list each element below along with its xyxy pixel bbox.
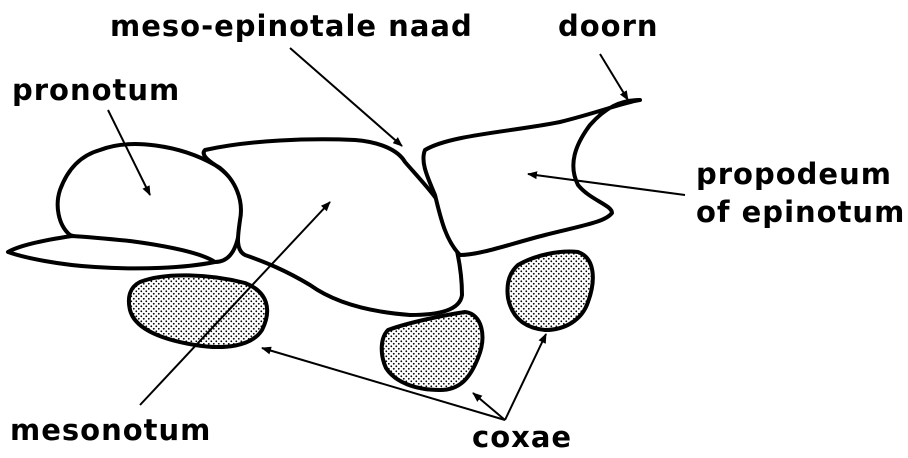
coxa-hind [507, 252, 592, 330]
label-of-epinotum: of epinotum [696, 198, 905, 227]
coxa-front [129, 275, 267, 347]
coxa-middle [382, 312, 483, 390]
label-doorn: doorn [558, 12, 659, 41]
pointer-meso-epinotale-naad [290, 48, 402, 146]
propodeum-shape [423, 100, 640, 255]
label-pronotum: pronotum [12, 76, 180, 105]
label-propodeum: propodeum [696, 160, 892, 189]
label-mesonotum: mesonotum [10, 416, 211, 445]
label-coxae: coxae [472, 423, 572, 452]
label-meso-epinotale-naad: meso-epinotale naad [110, 12, 473, 41]
pointer-coxae-hind [505, 334, 546, 420]
pointer-doorn [600, 54, 628, 100]
